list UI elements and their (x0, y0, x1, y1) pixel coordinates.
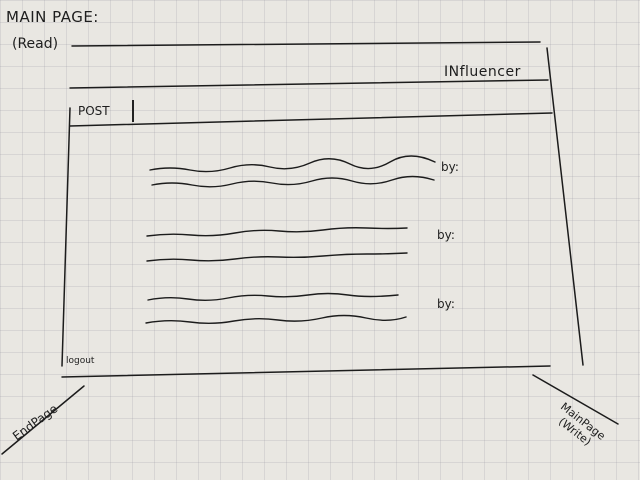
post-tab[interactable]: POST (78, 104, 110, 118)
brand-bar-divider (69, 79, 549, 89)
post-2-line-1 (146, 227, 408, 237)
page-title: MAIN PAGE: (6, 8, 99, 26)
post-3-line-2 (145, 314, 407, 324)
logout-button[interactable]: logout (66, 356, 95, 366)
post-author-label: by: (437, 228, 455, 242)
post-author-label: by: (437, 297, 455, 311)
post-1-line-1 (149, 155, 436, 173)
post-3-line-1 (147, 292, 399, 301)
footer-border (61, 365, 551, 378)
end-page-arrow (1, 385, 85, 455)
post-2-line-2 (146, 252, 408, 262)
right-border (546, 47, 584, 366)
post-text-lines (145, 155, 436, 324)
post-1-line-2 (151, 175, 435, 188)
left-border (61, 107, 71, 367)
text-cursor (132, 100, 134, 122)
page-subtitle: (Read) (12, 36, 59, 52)
post-bar-divider (69, 112, 553, 127)
post-author-label: by: (441, 160, 459, 174)
main-page-write-arrow (532, 374, 619, 425)
header-top-border (71, 41, 541, 47)
brand-name: INfluencer (444, 64, 521, 80)
